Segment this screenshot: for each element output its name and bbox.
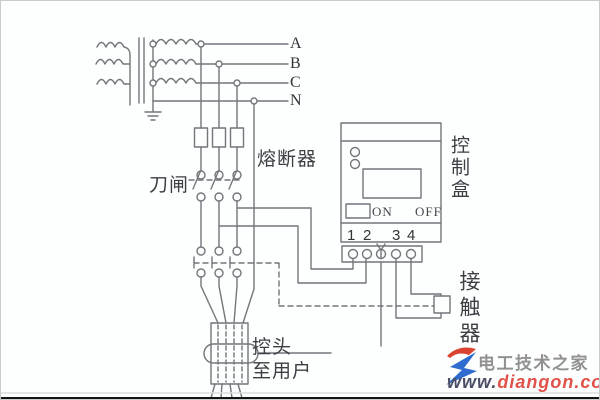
watermark-site-url: www.diangon.com: [447, 372, 599, 393]
terminal-number-4: 4: [407, 227, 416, 244]
watermark-site-name: 电工技术之家: [478, 354, 589, 373]
knife-switch-pole-a: [192, 170, 206, 202]
contact-pole-c: [229, 246, 242, 278]
tap-to-terminal-2: [218, 225, 367, 284]
neutral-drop-wire: [242, 103, 255, 324]
fuse-c: [229, 127, 245, 148]
diangon-logo: [446, 347, 477, 385]
terminal-3-wire: [395, 258, 442, 319]
contact-pole-a: [193, 246, 206, 278]
control-box-label: 控制盒: [448, 135, 469, 201]
probe-collar-oval: [203, 343, 332, 364]
control-box: [340, 122, 442, 347]
on-button: [345, 203, 371, 219]
bus-node-circles: [149, 40, 157, 87]
ground-icon: [144, 100, 162, 121]
contact-output-wires: [200, 276, 238, 324]
transformer-core: [138, 37, 145, 104]
tap-node-circles: [197, 40, 258, 105]
control-box-body: [340, 122, 442, 243]
knife-switch-pole-c: [228, 170, 242, 202]
terminal-number-3: 3: [392, 227, 401, 244]
cable-inner-wires: [217, 324, 243, 383]
knife-output-wires: [200, 200, 238, 248]
to-users-label: 至用户: [252, 361, 313, 382]
contactor-linkage: [193, 262, 435, 307]
bottom-border-bar: [1, 397, 599, 399]
indicator-led-1: [349, 146, 361, 158]
knife-switch-pole-b: [210, 170, 224, 202]
fuse-a: [193, 127, 209, 148]
terminal-strip: [341, 245, 423, 263]
phase-label-n: N: [290, 92, 302, 109]
cable-exit-wires: [210, 383, 243, 399]
tap-to-terminal-1: [236, 207, 354, 270]
phase-label-c: C: [290, 74, 301, 91]
probe-fork-icon: [376, 243, 386, 259]
fuses: [193, 46, 245, 172]
knife-switch-label: 刀闸: [149, 175, 190, 196]
contactor-contacts: [193, 246, 435, 324]
on-label: ON: [372, 204, 393, 219]
indicator-led-2: [349, 158, 361, 170]
off-label: OFF: [415, 204, 442, 219]
terminal-number-1: 1: [347, 227, 356, 244]
fuse-label: 熔断器: [257, 149, 318, 170]
display-window: [362, 168, 422, 199]
contact-pole-b: [211, 246, 224, 278]
secondary-winding: [155, 38, 197, 84]
phase-label-b: B: [290, 55, 301, 72]
contactor-label: 接触器: [457, 270, 480, 348]
watermark-url-prefix: www.: [447, 372, 498, 392]
contactor-coil: [433, 295, 451, 314]
phase-lines: [152, 40, 289, 105]
fuse-b: [211, 127, 227, 148]
fuse-drop-wires: [200, 46, 238, 172]
transformer: [95, 37, 197, 121]
control-power-taps: [218, 207, 367, 284]
terminal-4-wire: [410, 258, 442, 297]
terminal-circles: [347, 248, 417, 260]
primary-winding: [95, 41, 131, 106]
probe-label: 控头: [252, 337, 293, 358]
knife-switch: [188, 170, 244, 248]
watermark-url-domain: diangon.com: [497, 372, 599, 392]
terminal-number-2: 2: [363, 227, 372, 244]
phase-label-a: A: [290, 35, 302, 52]
cable-bundle: [210, 322, 249, 399]
